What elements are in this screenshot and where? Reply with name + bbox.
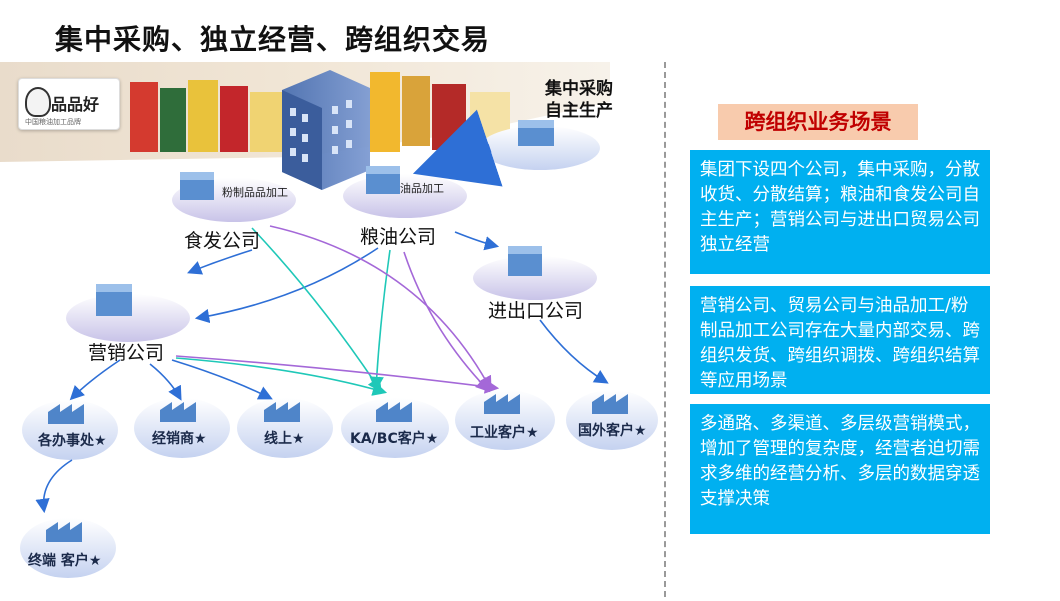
trade-company-name: 进出口公司: [488, 300, 584, 322]
customer-online: 线上★: [264, 431, 305, 447]
grain-company-name: 粮油公司: [360, 226, 437, 248]
customer-terminal: 终端 客户★: [28, 553, 102, 569]
mascot-icon: [25, 87, 51, 117]
food-company-tag: 粉制品品加工: [222, 186, 288, 199]
food-platform: [172, 172, 296, 222]
customer-foreign: 国外客户★: [578, 423, 647, 439]
trade-platform: [473, 246, 597, 300]
headquarters-building-icon: [282, 70, 370, 190]
customer-nodes: [20, 390, 658, 578]
customer-industrial: 工业客户★: [470, 425, 539, 441]
scenario-box-1: 集团下设四个公司，集中采购，分散收货、分散结算；粮油和食发公司自主生产；营销公司…: [690, 150, 990, 274]
customer-offices: 各办事处★: [38, 433, 107, 449]
customer-dealers: 经销商★: [152, 431, 207, 447]
food-company-name: 食发公司: [184, 230, 261, 252]
customer-ka: KA/BC客户★: [350, 431, 439, 447]
org-diagram: [20, 70, 658, 578]
grain-company-tag: 油品加工: [400, 182, 444, 195]
brand-logo: 品品好 中国粮油加工品牌: [18, 78, 120, 130]
scenario-title: 跨组织业务场景: [718, 104, 918, 140]
page-title: 集中采购、独立经营、跨组织交易: [55, 23, 491, 56]
central-purchase-label: 集中采购 自主生产: [545, 79, 613, 121]
factory-icons: [46, 394, 628, 542]
scenario-box-2: 营销公司、贸易公司与油品加工/粉制品加工公司存在大量内部交易、跨组织发货、跨组织…: [690, 286, 990, 394]
scenario-box-3: 多通路、多渠道、多层级营销模式，增加了管理的复杂度，经营者迫切需求多维的经营分析…: [690, 404, 990, 534]
section-divider: [664, 62, 666, 597]
sales-company-name: 营销公司: [88, 342, 165, 364]
top-platform: [480, 120, 600, 170]
sales-platform: [66, 284, 190, 342]
